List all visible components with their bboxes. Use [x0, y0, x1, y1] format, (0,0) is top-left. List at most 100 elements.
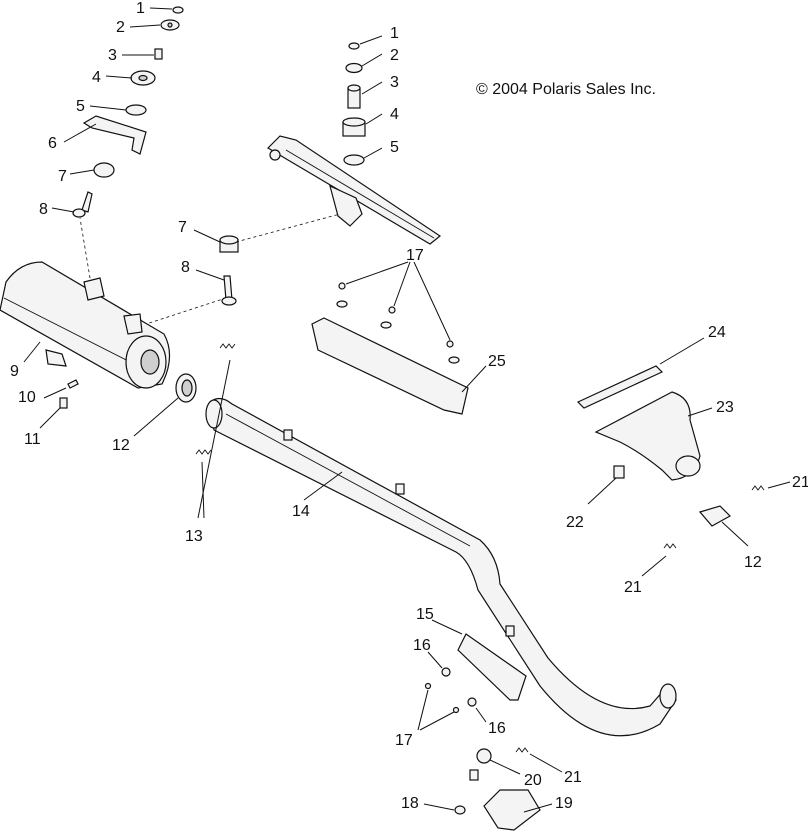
- part-17-bolt-e: [452, 706, 460, 714]
- part-12-gasket-hole: [181, 379, 193, 397]
- callout-21: 21: [564, 769, 582, 786]
- leader-16a: [427, 651, 443, 669]
- leader-4b: [365, 113, 383, 125]
- pipe-tab-1: [283, 429, 293, 441]
- callout-3: 3: [390, 74, 399, 91]
- callout-19: 19: [555, 795, 573, 812]
- part-16-washer-b: [467, 697, 477, 707]
- callout-12: 12: [112, 437, 130, 454]
- callout-9: 9: [10, 363, 19, 380]
- callout-3: 3: [108, 47, 117, 64]
- head-pipe: [205, 397, 677, 737]
- part-16-washer-a: [441, 667, 451, 677]
- callout-10: 10: [18, 389, 36, 406]
- leader-1b: [359, 35, 383, 45]
- callout-2: 2: [390, 47, 399, 64]
- callout-17: 17: [395, 732, 413, 749]
- part-12b-gasket: [698, 505, 731, 527]
- leader-10: [43, 387, 67, 399]
- leader-16b: [475, 707, 487, 723]
- leader-14: [303, 471, 343, 501]
- part-2b-washer: [345, 62, 363, 74]
- part-8b-bolt: [223, 275, 233, 301]
- leader-11: [39, 407, 61, 429]
- leader-8b: [195, 269, 225, 281]
- part-8-bolt: [81, 191, 93, 213]
- callout-17: 17: [406, 247, 424, 264]
- leader-17a: [345, 261, 409, 285]
- leader-lines: [23, 7, 791, 813]
- callout-4: 4: [390, 106, 399, 123]
- part-17-bolt-a: [338, 282, 346, 290]
- leader-20: [489, 759, 521, 775]
- callout-20: 20: [524, 772, 542, 789]
- callout-16: 16: [488, 720, 506, 737]
- callout-6: 6: [48, 135, 57, 152]
- frame-rail-hole: [269, 149, 281, 161]
- align-line-8a: [79, 217, 93, 291]
- head-pipe-highlight: [225, 413, 471, 547]
- leader-18: [423, 803, 455, 811]
- right-hardware-stack: [342, 42, 366, 166]
- leader-17e: [419, 711, 455, 731]
- part-23-outlet: [675, 455, 701, 477]
- part-24-gasket-strip: [576, 365, 664, 409]
- spring-13a: [219, 343, 236, 349]
- part-8-bolt-head: [72, 208, 86, 218]
- callout-7: 7: [58, 168, 67, 185]
- leader-2a: [129, 24, 161, 28]
- part-17-bolt-d: [424, 682, 432, 690]
- part-21-spring-b: [663, 543, 677, 549]
- frame-rail: [267, 135, 442, 245]
- leader-21a: [767, 481, 791, 489]
- frame-rail-edge: [285, 149, 435, 239]
- head-pipe-outlet: [659, 683, 677, 709]
- left-hardware-stack: [72, 6, 184, 218]
- part-3-spacer: [154, 48, 163, 60]
- callout-24: 24: [708, 324, 726, 341]
- copyright-text: © 2004 Polaris Sales Inc.: [476, 81, 656, 98]
- leader-13b: [201, 461, 205, 519]
- part-17-washer-c: [448, 356, 460, 364]
- callout-4: 4: [92, 69, 101, 86]
- callout-2: 2: [116, 19, 125, 36]
- part-18-nut: [454, 805, 466, 815]
- leader-5a: [89, 105, 127, 111]
- callout-21: 21: [792, 474, 808, 491]
- leader-24: [659, 337, 705, 365]
- callout-16: 16: [413, 637, 431, 654]
- callout-5: 5: [390, 139, 399, 156]
- leader-2b: [361, 53, 383, 67]
- part-5b-ring: [343, 154, 365, 166]
- part-8b-head: [221, 296, 237, 306]
- part-4b-top: [342, 117, 366, 127]
- callout-labels: 1 2 3 4 5 6 7 8 1 2 3 4 5 7 8 9 10 11 12…: [10, 0, 808, 812]
- part-13-springs: [195, 343, 236, 455]
- leader-8a: [51, 207, 75, 213]
- leader-21b: [641, 555, 667, 577]
- part-22-stud: [613, 465, 625, 479]
- callout-18: 18: [401, 795, 419, 812]
- part-17-washer-a: [336, 300, 348, 308]
- callout-23: 23: [716, 399, 734, 416]
- muffler-outlet: [140, 349, 160, 375]
- part-21-spring-a: [751, 485, 765, 491]
- muffler-mount-bottom: [45, 349, 67, 367]
- leader-5b: [363, 147, 383, 159]
- callout-1: 1: [136, 0, 145, 17]
- frame-bracket: [329, 184, 363, 227]
- leader-9: [23, 341, 41, 363]
- callout-8: 8: [181, 259, 190, 276]
- head-pipe-inlet: [205, 399, 223, 429]
- leader-25: [461, 365, 487, 393]
- spring-13b: [195, 449, 212, 455]
- part-17-bolt-b: [388, 306, 396, 314]
- pipe-tab-2: [395, 483, 405, 495]
- leader-15: [431, 619, 463, 635]
- part-11-pin: [59, 397, 68, 409]
- callout-8: 8: [39, 201, 48, 218]
- align-line-7: [235, 213, 341, 243]
- part-20-stud: [469, 769, 479, 781]
- callout-1: 1: [390, 25, 399, 42]
